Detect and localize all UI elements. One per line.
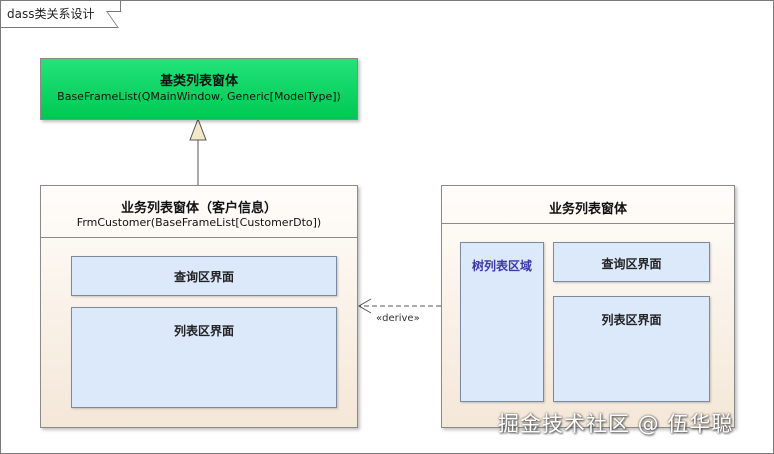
inheritance-arrowhead xyxy=(189,117,207,141)
customer-list-subtitle: FrmCustomer(BaseFrameList[CustomerDto]) xyxy=(76,216,322,229)
tree-list-area[interactable]: 树列表区域 xyxy=(460,242,544,402)
tree-list-label: 树列表区域 xyxy=(471,259,532,273)
business-list-separator xyxy=(442,223,734,224)
customer-list-area[interactable]: 列表区界面 xyxy=(71,307,337,408)
customer-list-box[interactable]: 业务列表窗体（客户信息） FrmCustomer(BaseFrameList[C… xyxy=(40,185,358,428)
business-query-label: 查询区界面 xyxy=(601,257,662,271)
business-list-title: 业务列表窗体 xyxy=(548,202,627,217)
watermark: 掘金技术社区 @ 伍华聪 xyxy=(498,412,734,436)
customer-list-separator xyxy=(41,237,357,238)
customer-list-title: 业务列表窗体（客户信息） xyxy=(120,201,277,216)
business-list-area[interactable]: 列表区界面 xyxy=(553,296,710,402)
derive-arrowhead xyxy=(358,298,372,314)
business-list-area-label: 列表区界面 xyxy=(601,313,662,327)
frame-title: dass类关系设计 xyxy=(1,1,122,28)
customer-query-area[interactable]: 查询区界面 xyxy=(71,256,337,296)
base-class-subtitle: BaseFrameList(QMainWindow, Generic[Model… xyxy=(57,90,341,103)
business-list-box[interactable]: 业务列表窗体 树列表区域 查询区界面 列表区界面 xyxy=(441,185,735,428)
derive-label: «derive» xyxy=(376,313,420,324)
customer-list-area-label: 列表区界面 xyxy=(173,324,234,338)
base-class-title: 基类列表窗体 xyxy=(159,74,238,89)
base-class-box[interactable]: 基类列表窗体 BaseFrameList(QMainWindow, Generi… xyxy=(40,58,358,120)
business-query-area[interactable]: 查询区界面 xyxy=(553,242,710,282)
customer-query-label: 查询区界面 xyxy=(173,270,234,284)
